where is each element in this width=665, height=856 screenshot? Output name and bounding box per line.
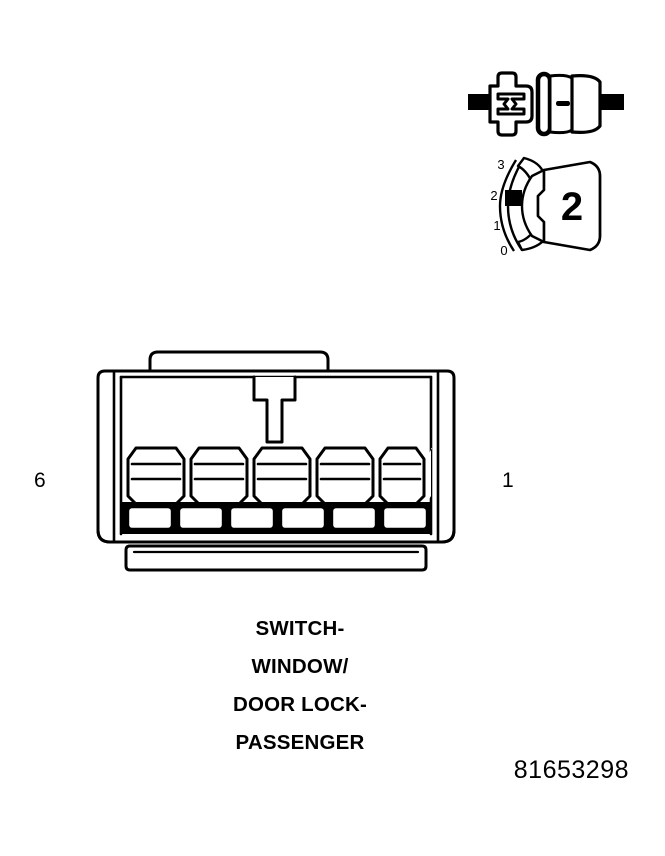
keying-tick-1: 1	[493, 218, 500, 233]
caption-line-1: SWITCH-	[255, 617, 345, 640]
keying-tick-0: 0	[500, 243, 507, 258]
part-number: 81653298	[513, 756, 629, 784]
keying-tick-3: 3	[497, 157, 504, 172]
pin-number-right: 1	[502, 469, 514, 492]
caption-line-4: PASSENGER	[235, 731, 365, 754]
keying-position-marker	[505, 190, 522, 206]
component-caption: SWITCH- WINDOW/ DOOR LOCK- PASSENGER	[0, 610, 600, 762]
keying-tick-2: 2	[490, 188, 497, 203]
connector-keying-icon: 3 2 1 0 2	[486, 152, 614, 260]
caption-line-2: WINDOW/	[251, 655, 349, 678]
connector-face-diagram	[92, 344, 460, 588]
connector-plug-icon	[468, 66, 628, 142]
caption-line-3: DOOR LOCK-	[232, 693, 368, 716]
keying-number: 2	[561, 185, 583, 229]
pin-number-left: 6	[34, 469, 46, 492]
